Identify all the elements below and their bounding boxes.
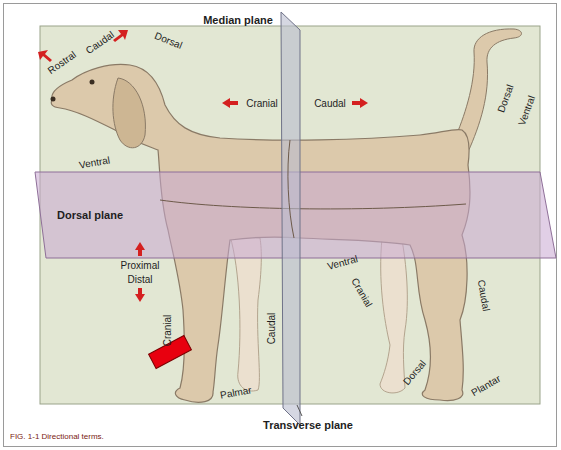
direction-label: Caudal <box>266 312 277 344</box>
dog-nose <box>51 97 56 102</box>
far-hindleg <box>380 238 407 393</box>
direction-arrows <box>38 30 368 302</box>
direction-label: Dorsal plane <box>57 209 123 221</box>
far-foreleg <box>230 236 261 391</box>
direction-label: Median plane <box>203 14 273 26</box>
figure-caption: FIG. 1-1 Directional terms. <box>10 432 104 441</box>
direction-label: Proximal <box>121 260 160 271</box>
direction-label: Cranial <box>163 314 174 346</box>
dog-eye <box>90 80 95 85</box>
dog-ear <box>113 78 146 148</box>
transverse-plane <box>281 12 300 425</box>
direction-label: Cranial <box>246 98 278 109</box>
frame <box>4 4 557 447</box>
dorsal-section-line <box>160 200 466 209</box>
direction-label: Transverse plane <box>263 419 353 431</box>
transverse-section-line <box>288 140 294 238</box>
direction-label: Caudal <box>314 98 346 109</box>
leader-line <box>297 405 302 416</box>
direction-label: Distal <box>127 274 152 285</box>
